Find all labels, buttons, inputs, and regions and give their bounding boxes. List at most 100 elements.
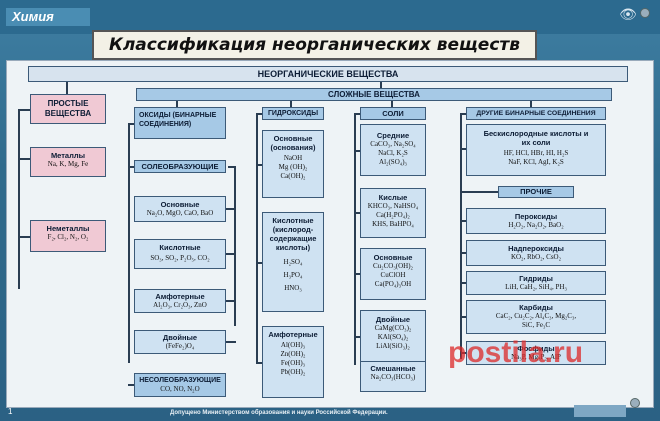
connector	[226, 253, 236, 255]
oxide-amphoteric-box: Амфотерные Al₂O₃, Cr₂O₃, ZnO	[134, 289, 226, 313]
salt-acidic-title: Кислые	[378, 193, 408, 202]
connector	[380, 82, 382, 88]
connector	[18, 109, 30, 111]
connector	[256, 113, 258, 363]
connector	[460, 113, 466, 115]
salt-medium-box: Средние CaCO₃, Na₂SO₄ NaCl, K₂S Al₂(SO₄)…	[360, 124, 426, 176]
connector	[256, 362, 262, 364]
salt-forming-title: СОЛЕОБРАЗУЮЩИЕ	[141, 162, 219, 171]
salt-double-formula: CaMg(CO₃)₂	[374, 324, 412, 332]
approval-footer: Допущено Министерством образования и нау…	[170, 410, 388, 416]
hydrides-box: Гидриды LiH, CaH₂, SiH₄, PH₃	[466, 271, 606, 295]
connector	[256, 164, 262, 166]
complex-bar: СЛОЖНЫЕ ВЕЩЕСТВА	[136, 88, 612, 101]
carbides-box: Карбиды CaC₂, Cu₂C₂, Al₄C₃, Mg₂C₃, SiC, …	[466, 300, 606, 334]
oxide-acidic-title: Кислотные	[159, 243, 201, 252]
metals-title: Металлы	[50, 151, 86, 160]
salt-acidic-box: Кислые KHCO₃, NaHSO₄ Ca(H₂PO₄)₂ KHS, BaH…	[360, 188, 426, 238]
nonmetals-formula: F₂, Cl₂, N₂, O₂	[47, 233, 89, 241]
eye-icon: 👁	[619, 6, 637, 22]
connector	[290, 101, 292, 107]
root-bar: НЕОРГАНИЧЕСКИЕ ВЕЩЕСТВА	[28, 66, 628, 82]
connector	[530, 101, 532, 107]
oxygenless-acids-box: Бескислородные кислоты и их соли HF, HCl…	[466, 124, 606, 176]
connector	[460, 113, 462, 359]
oxide-acidic-box: Кислотные SO₃, SO₂, P₂O₅, CO₂	[134, 239, 226, 269]
clip-icon	[640, 8, 650, 18]
oxides-title: ОКСИДЫ (БИНАРНЫЕ СОЕДИНЕНИЯ)	[139, 112, 217, 128]
connector	[354, 150, 360, 152]
phosphides-title: Фосфиды	[517, 344, 555, 353]
hydroxide-amphoteric-formula: Pb(OH)₂	[280, 368, 306, 376]
salt-double-title: Двойные	[375, 315, 411, 324]
salt-basic-formula: CuClOH	[380, 271, 406, 279]
connector	[354, 113, 360, 115]
connector	[256, 113, 262, 115]
salt-double-formula: KAl(SO₄)₂	[377, 333, 409, 341]
oxides-box: ОКСИДЫ (БИНАРНЫЕ СОЕДИНЕНИЯ)	[134, 107, 226, 139]
peroxides-formula: H₂O₂, Na₂O₂, BaO₂	[508, 221, 564, 229]
connector	[226, 341, 236, 343]
oxide-basic-title: Основные	[160, 200, 200, 209]
salt-acidic-formula: KHS, BaHPO₄	[372, 220, 414, 228]
salt-acidic-formula: Ca(H₂PO₄)₂	[376, 211, 410, 219]
connector	[391, 101, 393, 107]
connector	[128, 123, 130, 363]
other-box: ПРОЧИЕ	[498, 186, 574, 198]
page-title: Классификация неорганических веществ	[92, 30, 537, 60]
carbides-formula: SiC, Fe₃C	[521, 321, 551, 329]
page-number: 1	[8, 407, 13, 416]
salt-double-formula: LiAl(SiO₃)₂	[376, 342, 410, 350]
non-salt-forming-box: НЕСОЛЕОБРАЗУЮЩИЕ CO, NO, N₂O	[134, 373, 226, 397]
connector	[226, 208, 236, 210]
connector	[256, 262, 262, 264]
phosphides-formula: Na₃P, Mg₃P₂, AlP	[511, 353, 561, 361]
simple-substances-box: ПРОСТЫЕ ВЕЩЕСТВА	[30, 94, 106, 124]
hydroxide-basic-formula: Mg (OH)₂	[278, 163, 308, 171]
oxide-acidic-formula: SO₃, SO₂, P₂O₅, CO₂	[150, 254, 210, 262]
connector	[460, 316, 466, 318]
salt-mixed-title: Смешанные	[370, 364, 416, 373]
hydroxide-acid-formula: H₂SO₄	[283, 258, 303, 266]
top-bar	[0, 0, 660, 34]
connector	[460, 191, 498, 193]
metals-box: Металлы Na, K, Mg, Fe	[30, 147, 106, 177]
carbides-formula: CaC₂, Cu₂C₂, Al₄C₃, Mg₂C₃,	[495, 312, 577, 320]
hydroxide-basic-formula: NaOH	[283, 154, 303, 162]
salt-basic-formula: Ca(PO₄)₃OH	[374, 280, 412, 288]
other-binary-title: ДРУГИЕ БИНАРНЫЕ СОЕДИНЕНИЯ	[476, 110, 596, 117]
oxygenless-title: Бескислородные кислоты и их соли	[483, 129, 589, 147]
salt-medium-formula: Al₂(SO₄)₃	[379, 158, 407, 166]
salt-medium-formula: CaCO₃, Na₂SO₄	[370, 140, 416, 148]
connector	[234, 166, 236, 326]
salt-mixed-box: Смешанные Na₂CO₃(HCO₃)	[360, 362, 426, 392]
salt-basic-title: Основные	[373, 253, 413, 262]
watermark: postila.ru	[448, 336, 584, 369]
hydroxide-amphoteric-formula: Al(OH)₃	[280, 341, 306, 349]
connector	[18, 236, 30, 238]
nonmetals-box: Неметаллы F₂, Cl₂, N₂, O₂	[30, 220, 106, 252]
connector	[18, 158, 30, 160]
oxide-double-title: Двойные	[162, 333, 198, 342]
connector	[354, 212, 360, 214]
hydroxide-basic-title: Основные (основания)	[270, 134, 316, 152]
oxide-basic-formula: Na₂O, MgO, CaO, BaO	[146, 209, 214, 217]
phosphides-box: Фосфиды Na₃P, Mg₃P₂, AlP	[466, 341, 606, 365]
non-salt-title: НЕСОЛЕОБРАЗУЮЩИЕ	[139, 377, 221, 384]
connector	[354, 113, 356, 365]
hydroxide-amphoteric-title: Амфотерные	[268, 330, 318, 339]
hydroxide-acid-formula: HNO₃	[284, 284, 302, 292]
publisher-credit-block	[574, 405, 626, 417]
salt-double-box: Двойные CaMg(CO₃)₂ KAl(SO₄)₂ LiAl(SiO₃)₂	[360, 310, 426, 362]
salt-medium-formula: NaCl, K₂S	[378, 149, 408, 157]
other-binary-box: ДРУГИЕ БИНАРНЫЕ СОЕДИНЕНИЯ	[466, 107, 606, 120]
salt-acidic-formula: KHCO₃, NaHSO₄	[367, 202, 419, 210]
simple-title: ПРОСТЫЕ ВЕЩЕСТВА	[44, 99, 92, 118]
salt-basic-formula: Cu₂CO₃(OH)₂	[373, 262, 413, 270]
connector	[354, 273, 360, 275]
connector	[226, 300, 236, 302]
connector	[460, 282, 466, 284]
connector	[128, 384, 134, 386]
oxide-double-box: Двойные (FeFe₂)O₄	[134, 330, 226, 354]
carbides-title: Карбиды	[519, 303, 553, 312]
